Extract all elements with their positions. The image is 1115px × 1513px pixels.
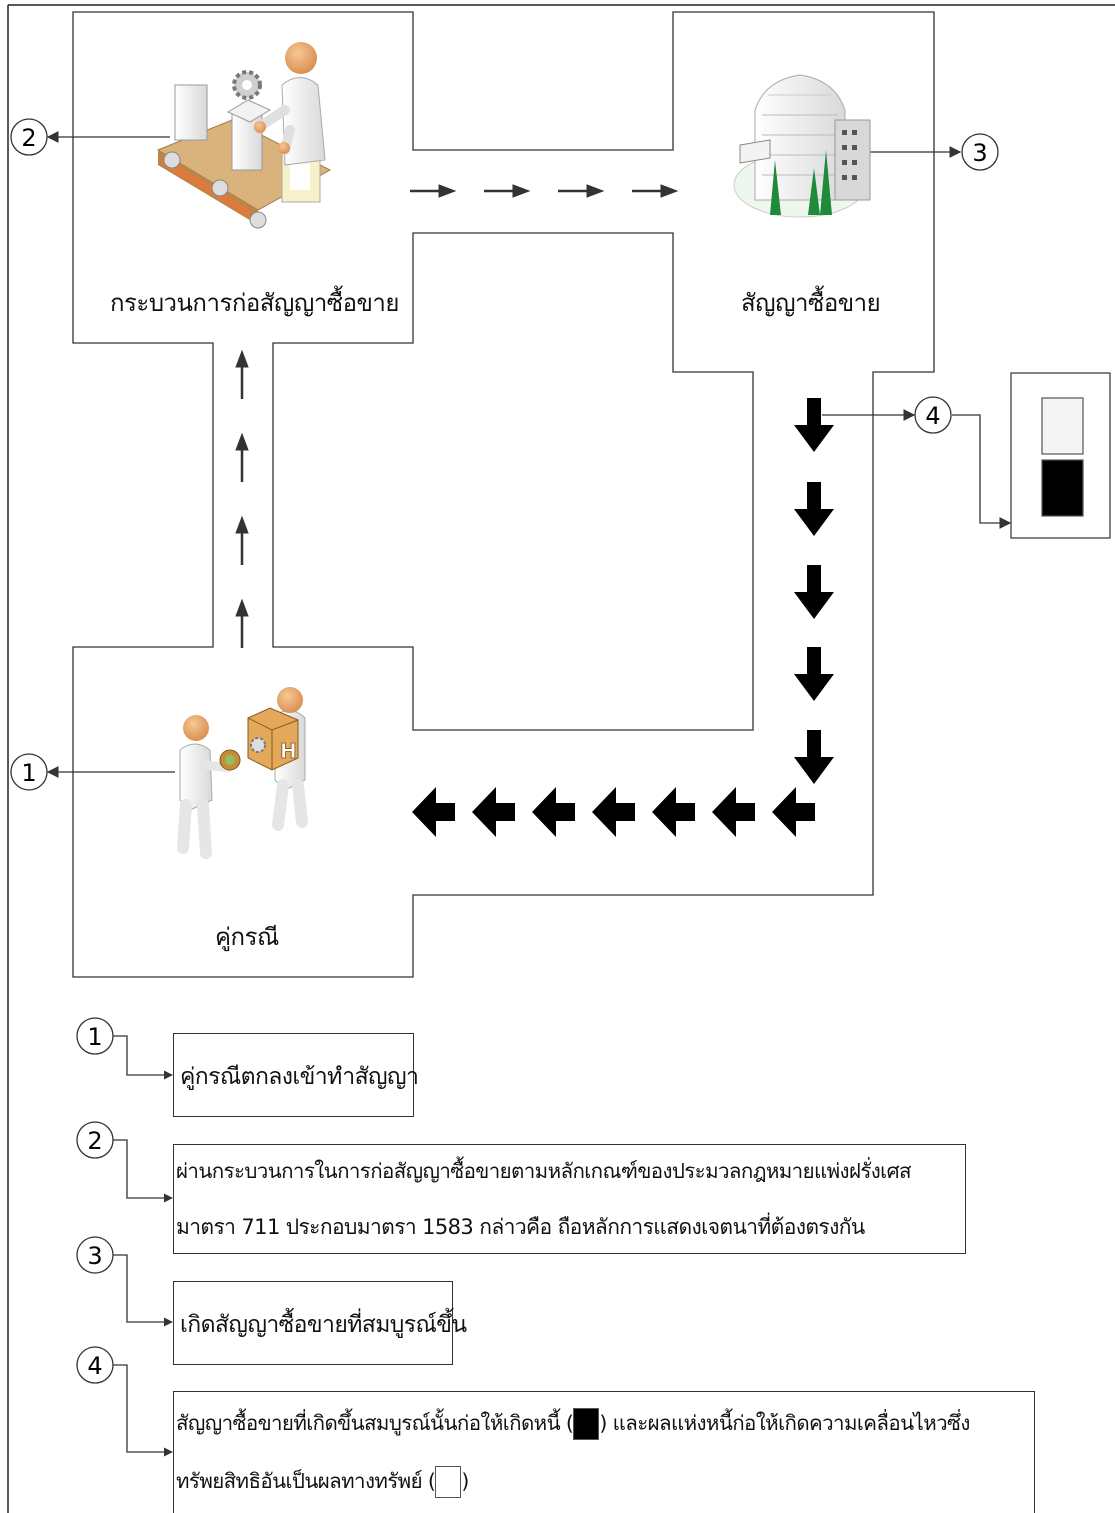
- factory-worker-icon: [156, 42, 332, 229]
- legend-text-1: คู่กรณีตกลงเข้าทำสัญญา: [180, 1064, 419, 1090]
- white-square-icon: [1041, 397, 1084, 455]
- marker-circle-3: 3: [961, 133, 999, 171]
- legend-text-4-line-2: ทรัพยสิทธิอันเป็นผลทางทรัพย์ (): [176, 1458, 469, 1504]
- legend-4-text-c: ทรัพยสิทธิอันเป็นผลทางทรัพย์ (: [176, 1469, 436, 1493]
- left-arrow: [472, 787, 515, 837]
- right-arrow: [410, 184, 457, 198]
- legend-text-4-line-1: สัญญาซื้อขายที่เกิดขึ้นสมบูรณ์นั้นก่อให้…: [176, 1400, 970, 1446]
- svg-text:4: 4: [87, 1352, 102, 1380]
- legend-marker-1: 1: [76, 1017, 114, 1055]
- legend-marker-3: 3: [76, 1236, 114, 1274]
- up-arrow: [235, 349, 249, 399]
- contract-label: สัญญาซื้อขาย: [741, 289, 881, 317]
- white-square-icon: [435, 1466, 462, 1498]
- right-arrow: [484, 184, 531, 198]
- left-arrow: [532, 787, 575, 837]
- down-arrow: [794, 398, 834, 452]
- left-arrow: [772, 787, 815, 837]
- legend-text-3: เกิดสัญญาซื้อขายที่สมบูรณ์ขึ้น: [180, 1312, 467, 1338]
- legend-marker-4: 4: [76, 1346, 114, 1384]
- svg-text:3: 3: [87, 1242, 102, 1270]
- legend-4-text-d: ): [461, 1469, 469, 1493]
- legend-connector-3: [113, 1254, 173, 1327]
- svg-text:2: 2: [21, 124, 36, 152]
- down-arrows: [794, 398, 834, 784]
- legend-4-text-a: สัญญาซื้อขายที่เกิดขึ้นสมบูรณ์นั้นก่อให้…: [176, 1411, 574, 1435]
- svg-text:1: 1: [21, 759, 36, 787]
- up-arrow: [235, 515, 249, 565]
- left-arrow: [652, 787, 695, 837]
- flow-corridor-outline: [72, 11, 935, 978]
- marker-circle-2: 2: [10, 118, 48, 156]
- legend-box-3: [173, 1281, 453, 1365]
- svg-text:4: 4: [925, 402, 940, 430]
- left-arrows: [412, 787, 815, 837]
- process-label: กระบวนการก่อสัญญาซื้อขาย: [110, 289, 399, 317]
- left-arrow: [412, 787, 455, 837]
- legend-connector-1: [113, 1035, 173, 1080]
- office-building-icon: [733, 74, 871, 218]
- legend-text-2-line-2: มาตรา 711 ประกอบมาตรา 1583 กล่าวคือ ถือห…: [176, 1215, 865, 1239]
- legend-connector-4: [113, 1364, 173, 1457]
- marker-circle-4: 4: [914, 396, 952, 434]
- black-square-icon: [573, 1408, 600, 1440]
- down-arrow: [794, 565, 834, 619]
- right-arrows: [410, 184, 679, 198]
- legend-box-1: [173, 1033, 414, 1117]
- parties-label: คู่กรณี: [215, 923, 279, 951]
- down-arrow: [794, 647, 834, 701]
- connector-marker-4-to-key: [952, 414, 1012, 529]
- legend-4-text-b: ) และผลแห่งหนี้ก่อให้เกิดความเคลื่อนไหวซ…: [599, 1411, 970, 1435]
- up-arrows: [235, 349, 249, 648]
- down-arrow: [794, 730, 834, 784]
- legend-text-2-line-1: ผ่านกระบวนการในการก่อสัญญาซื้อขายตามหลัก…: [176, 1159, 912, 1183]
- svg-text:2: 2: [87, 1127, 102, 1155]
- up-arrow: [235, 598, 249, 648]
- right-arrow: [632, 184, 679, 198]
- left-arrow: [712, 787, 755, 837]
- legend-box-2: [173, 1144, 966, 1254]
- svg-text:1: 1: [87, 1023, 102, 1051]
- right-arrow: [558, 184, 605, 198]
- left-arrow: [592, 787, 635, 837]
- svg-text:H: H: [280, 739, 297, 763]
- legend-connector-2: [113, 1139, 173, 1203]
- up-arrow: [235, 432, 249, 482]
- svg-text:3: 3: [972, 139, 987, 167]
- black-square-icon: [1041, 459, 1084, 517]
- down-arrow: [794, 482, 834, 536]
- flow-inner-outline: [272, 232, 754, 731]
- marker-circle-1: 1: [10, 753, 48, 791]
- legend-marker-2: 2: [76, 1121, 114, 1159]
- parties-exchange-icon: H: [177, 687, 308, 859]
- legend-box-4: [173, 1391, 1035, 1513]
